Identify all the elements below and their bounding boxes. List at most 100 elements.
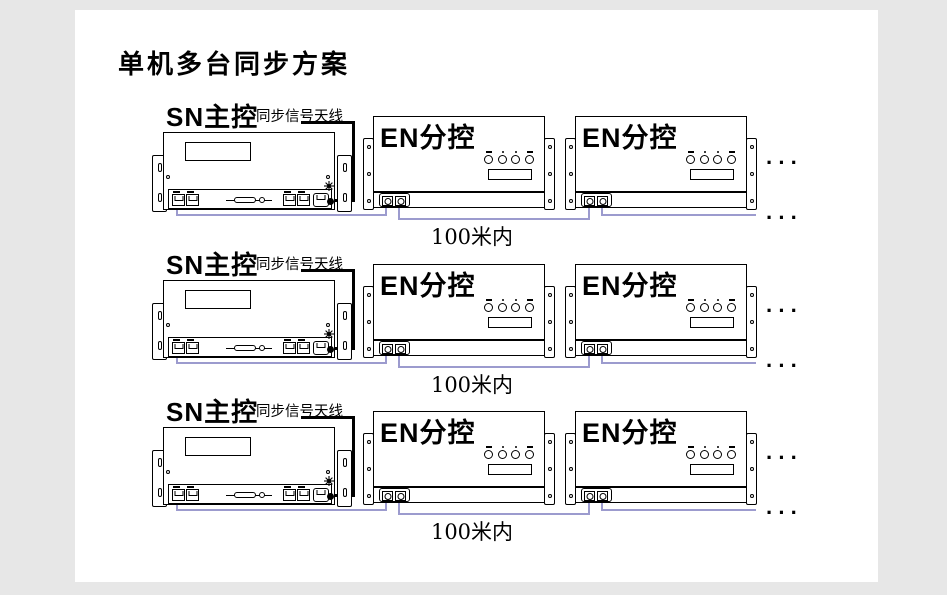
en-slave-label: EN分控 (582, 271, 678, 301)
sn-master-device (152, 130, 352, 214)
bracket-hole (749, 293, 754, 297)
screw-hole (166, 175, 170, 179)
en-slave-label: EN分控 (380, 271, 476, 301)
bracket-hole (749, 467, 754, 471)
bracket-hole (568, 320, 573, 324)
bracket-hole (366, 172, 371, 176)
signal-out-port (597, 339, 608, 354)
antenna-cable-segment (352, 416, 355, 497)
lcd-display (185, 437, 251, 456)
signal-in-port (382, 486, 393, 501)
more-devices-ellipsis: ··· (766, 298, 803, 323)
lcd-display (690, 317, 734, 328)
sn-master-label: SN主控 (166, 250, 259, 280)
ethernet-port (283, 486, 296, 501)
slide-switch-handle (234, 492, 256, 498)
wire-segment (398, 366, 590, 368)
slide-switch-knob (259, 197, 265, 203)
bracket-hole (749, 494, 754, 498)
up-knob (498, 155, 507, 164)
mounting-bracket-right (746, 138, 757, 210)
panel-divider (576, 339, 746, 341)
lcd-display (690, 169, 734, 180)
en-slave-device-1: EN分控 (363, 262, 555, 360)
lcd-display (185, 142, 251, 161)
up-knob (498, 303, 507, 312)
screw-hole (326, 175, 330, 179)
antenna-connector-icon (324, 476, 334, 486)
more-devices-ellipsis: ··· (766, 445, 803, 470)
wire-segment (176, 509, 387, 511)
wire-segment (176, 214, 387, 216)
up-knob (700, 155, 709, 164)
enter-knob (727, 450, 736, 459)
bracket-slot (157, 488, 162, 497)
signal-ports (581, 486, 612, 502)
down-knob (713, 303, 722, 312)
sync-antenna-label: 同步信号天线 (256, 404, 343, 420)
wire-segment (601, 206, 603, 216)
bracket-slot (157, 341, 162, 350)
mounting-bracket-right (337, 155, 352, 212)
mounting-bracket-right (544, 286, 555, 358)
bracket-hole (547, 467, 552, 471)
en-slave-device-2: EN分控 (565, 409, 757, 507)
wire-segment (601, 509, 756, 511)
wire-segment (176, 501, 178, 511)
sync-antenna-label: 同步信号天线 (256, 109, 343, 125)
ethernet-port (283, 191, 296, 206)
bracket-hole (366, 320, 371, 324)
more-devices-ellipsis: ··· (766, 205, 803, 230)
up-knob (498, 450, 507, 459)
wire-segment (588, 501, 590, 515)
en-slave-device-2: EN分控 (565, 262, 757, 360)
slide-switch-knob (259, 492, 265, 498)
wire-segment (588, 354, 590, 368)
bracket-slot (342, 311, 347, 320)
sync-row: SN主控 同步信号天线 (0, 391, 947, 544)
ethernet-port (172, 486, 185, 501)
enter-knob (525, 450, 534, 459)
bracket-slot (342, 341, 347, 350)
distance-label: 100米内 (430, 373, 514, 397)
signal-in-port (584, 339, 595, 354)
signal-in-port (382, 191, 393, 206)
menu-knob (686, 155, 695, 164)
bracket-hole (568, 440, 573, 444)
mounting-bracket-right (337, 303, 352, 360)
bracket-hole (547, 440, 552, 444)
screw-hole (326, 470, 330, 474)
down-knob (511, 303, 520, 312)
bracket-hole (568, 172, 573, 176)
bracket-hole (547, 145, 552, 149)
more-devices-ellipsis: ··· (766, 500, 803, 525)
wire-segment (398, 354, 400, 368)
wire-segment (601, 362, 756, 364)
wire-segment (398, 218, 590, 220)
antenna-jack-dot (327, 493, 334, 500)
more-devices-ellipsis: ··· (766, 353, 803, 378)
bracket-hole (568, 293, 573, 297)
bracket-slot (342, 458, 347, 467)
enter-knob (727, 155, 736, 164)
ethernet-port (186, 191, 199, 206)
lcd-display (690, 464, 734, 475)
en-slave-label: EN分控 (582, 123, 678, 153)
antenna-connector-icon (324, 181, 334, 191)
signal-in-port (584, 486, 595, 501)
lcd-display (488, 464, 532, 475)
bracket-hole (547, 293, 552, 297)
bracket-hole (366, 440, 371, 444)
panel-divider (576, 486, 746, 488)
bracket-hole (568, 347, 573, 351)
distance-label: 100米内 (430, 225, 514, 249)
signal-out-port (395, 339, 406, 354)
wire-segment (385, 501, 387, 511)
signal-in-port (382, 339, 393, 354)
en-slave-device-2: EN分控 (565, 114, 757, 212)
bracket-hole (366, 145, 371, 149)
en-slave-label: EN分控 (380, 418, 476, 448)
lcd-display (185, 290, 251, 309)
bracket-slot (342, 488, 347, 497)
screw-hole (166, 470, 170, 474)
